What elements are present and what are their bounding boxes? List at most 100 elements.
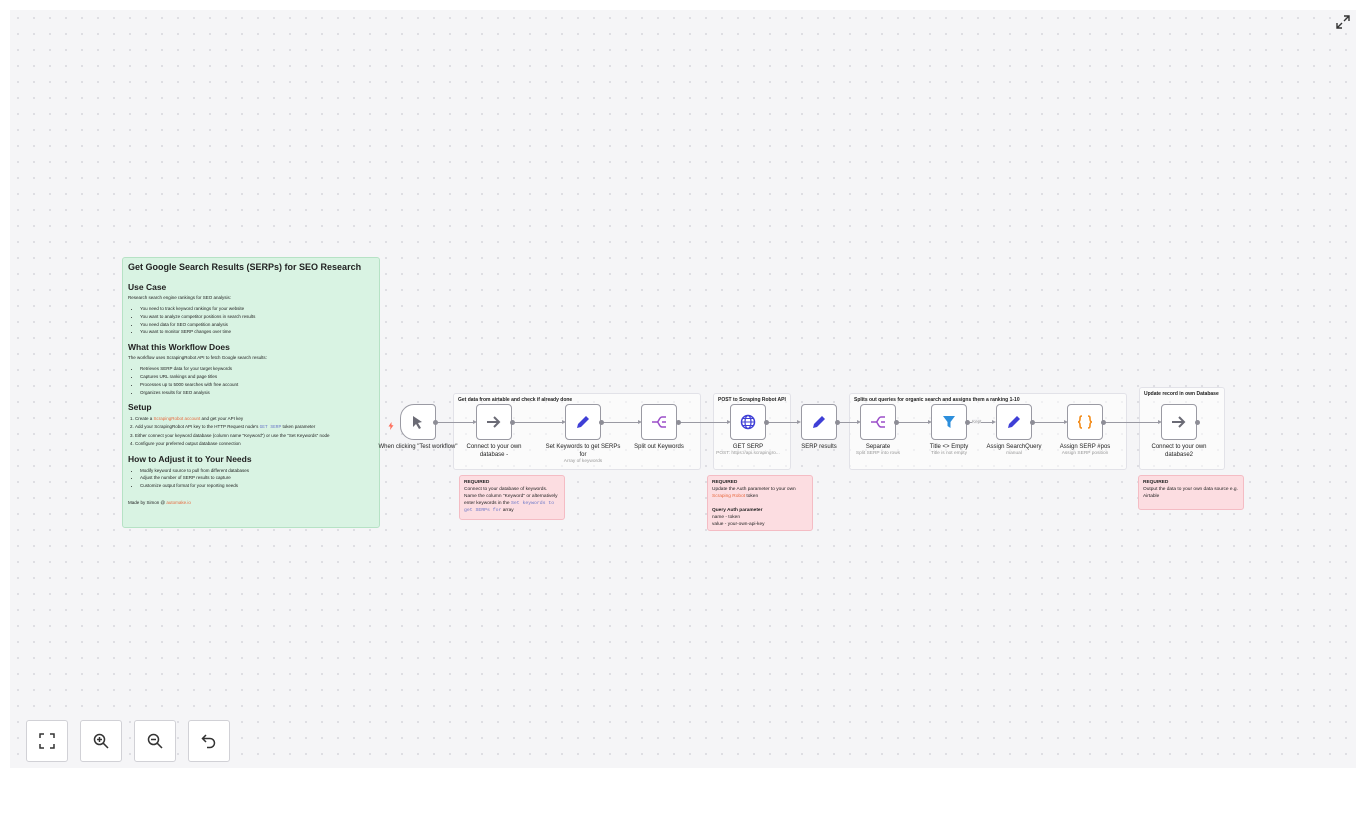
list-item: You need data for SEO competition analys…	[140, 321, 374, 329]
output-handle[interactable]	[1029, 419, 1035, 425]
connection-line	[837, 422, 858, 423]
note-heading: REQUIRED	[464, 480, 490, 485]
use-case-text: Research search engine rankings for SEO …	[128, 295, 232, 300]
list-item: Processes up to 5000 searches with free …	[140, 381, 374, 389]
connection-arrow	[638, 420, 642, 424]
zoom-out-button[interactable]	[134, 720, 176, 762]
globe-icon	[740, 414, 756, 430]
scrapingrobot-link[interactable]: ScrapingRobot account	[153, 416, 201, 422]
note-text: Output the data to your own data source …	[1143, 487, 1238, 499]
group-title: Get data from airtable and check if alre…	[458, 397, 573, 403]
node-label: Assign SERP #pos	[1059, 444, 1111, 450]
node-manual-trigger[interactable]	[400, 404, 436, 440]
adjust-list: Modify keyword source to pull from diffe…	[128, 467, 374, 490]
output-handle[interactable]	[598, 419, 604, 425]
note-heading: REQUIRED	[712, 480, 738, 485]
node-subtitle: manual	[1006, 451, 1022, 456]
setup-list: Create a ScrapingRobot account and get y…	[128, 415, 374, 447]
trigger-bolt-icon	[388, 417, 394, 430]
workflow-canvas[interactable]: Get Google Search Results (SERPs) for SE…	[10, 10, 1356, 768]
scraping-robot-link[interactable]: Scraping Robot	[712, 494, 746, 499]
list-item: Adjust the number of SERP results to cap…	[140, 474, 374, 482]
fit-view-button[interactable]	[26, 720, 68, 762]
node-serp-results[interactable]	[801, 404, 837, 440]
note-text: token	[745, 494, 759, 499]
connection-arrow	[857, 420, 861, 424]
connection-arrow	[928, 420, 932, 424]
note-text: array	[502, 508, 514, 513]
group-title: Splits out queries for organic search an…	[854, 397, 1020, 403]
fit-view-icon	[39, 733, 55, 749]
inline-code: GET SERP	[259, 425, 282, 431]
setup-text: and get your API key	[200, 416, 244, 422]
fullscreen-expand-icon[interactable]	[1336, 15, 1350, 29]
node-assign-serp-pos[interactable]	[1067, 404, 1103, 440]
node-subtitle: Split SERP into rows	[855, 451, 901, 456]
cursor-icon	[413, 416, 422, 429]
node-subtitle: Assign SERP position	[1061, 451, 1109, 456]
what-heading: What this Workflow Does	[128, 342, 230, 353]
setup-heading: Setup	[128, 402, 152, 413]
list-item: Captures URL rankings and page titles	[140, 373, 374, 381]
pencil-icon	[1008, 416, 1020, 428]
node-label: Set Keywords to get SERPs for	[545, 444, 621, 458]
automake-link[interactable]: automake.io	[166, 499, 191, 505]
output-handle[interactable]	[763, 419, 769, 425]
connection-line	[678, 422, 728, 423]
node-title-empty-filter[interactable]	[931, 404, 967, 440]
filter-icon	[943, 416, 955, 428]
node-split-keywords[interactable]	[641, 404, 677, 440]
output-handle[interactable]	[964, 419, 970, 425]
intro-sticky-note[interactable]: Get Google Search Results (SERPs) for SE…	[122, 257, 380, 528]
node-label: SERP results	[801, 444, 837, 450]
node-separate[interactable]	[860, 404, 896, 440]
note-heading: REQUIRED	[1143, 480, 1169, 485]
node-assign-search-query[interactable]	[996, 404, 1032, 440]
note-text: Update the Auth parameter to your own	[712, 487, 796, 492]
what-list: Retrieves SERP data for your target keyw…	[128, 365, 374, 396]
connection-line	[601, 422, 639, 423]
note-subheading: Query Auth parameter	[712, 508, 763, 513]
list-item: You want to analyze competitor positions…	[140, 313, 374, 321]
node-label: Title <> Empty	[929, 444, 969, 450]
required-note-database[interactable]: REQUIRED Connect to your database of key…	[459, 475, 565, 520]
required-note-auth[interactable]: REQUIRED Update the Auth parameter to yo…	[707, 475, 813, 531]
node-connect-db2[interactable]	[1161, 404, 1197, 440]
connection-arrow	[797, 420, 801, 424]
list-item: Organizes results for SEO analysis	[140, 389, 374, 397]
required-note-output[interactable]: REQUIRED Output the data to your own dat…	[1138, 475, 1244, 510]
note-text: Connect to your database of keywords. Na…	[464, 487, 558, 506]
output-handle[interactable]	[1100, 419, 1106, 425]
list-item: Add your ScrapingRobot API key to the HT…	[135, 423, 374, 432]
zoom-in-icon	[93, 733, 109, 749]
zoom-out-icon	[147, 733, 163, 749]
zoom-in-button[interactable]	[80, 720, 122, 762]
use-case-list: You need to track keyword rankings for y…	[128, 305, 374, 336]
node-get-serp[interactable]	[730, 404, 766, 440]
reset-zoom-button[interactable]	[188, 720, 230, 762]
output-handle[interactable]	[509, 419, 515, 425]
node-connect-db[interactable]	[476, 404, 512, 440]
what-text: The workflow uses ScrapingRobot API to f…	[128, 355, 267, 361]
node-set-keywords[interactable]	[565, 404, 601, 440]
note-text: value - your-own-api-key	[712, 522, 765, 527]
output-handle[interactable]	[675, 419, 681, 425]
inline-code: Set keywords to get SERPs for	[464, 501, 555, 513]
made-by: Made by Simon @ automake.io	[128, 500, 374, 506]
node-label: Connect to your own database2	[1151, 444, 1207, 458]
connection-arrow	[727, 420, 731, 424]
output-handle[interactable]	[834, 419, 840, 425]
group-title: Update record in own Database	[1144, 391, 1219, 397]
output-handle[interactable]	[433, 419, 438, 425]
connection-line	[435, 422, 475, 423]
setup-text: Create a	[135, 416, 154, 422]
node-label: Split out Keywords	[634, 444, 684, 450]
arrow-right-icon	[1172, 416, 1186, 428]
list-item: You want to monitor SERP changes over ti…	[140, 328, 374, 336]
node-label: When clicking "Test workflow"	[378, 444, 458, 450]
connection-line	[1103, 422, 1159, 423]
output-handle[interactable]	[893, 419, 899, 425]
list-item: Modify keyword source to pull from diffe…	[140, 467, 374, 475]
output-handle[interactable]	[1194, 419, 1200, 425]
node-label: Connect to your own database -	[466, 444, 522, 458]
